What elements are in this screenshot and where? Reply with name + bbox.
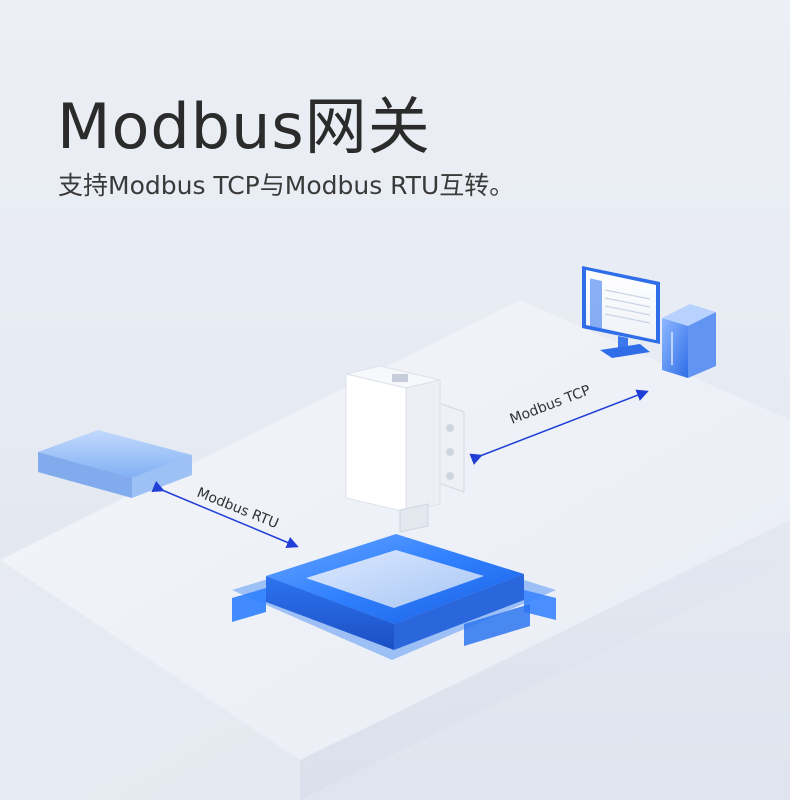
rtu-connection-arrow: [151, 480, 299, 549]
computer-icon: [582, 266, 716, 378]
gateway-pedestal: [232, 534, 556, 660]
gateway-device: [345, 365, 465, 533]
page-title: Modbus网关: [57, 90, 431, 163]
rtu-device-icon: [38, 430, 192, 498]
page-subtitle: 支持Modbus TCP与Modbus RTU互转。: [58, 171, 515, 200]
tcp-connection-arrow: [469, 389, 649, 465]
